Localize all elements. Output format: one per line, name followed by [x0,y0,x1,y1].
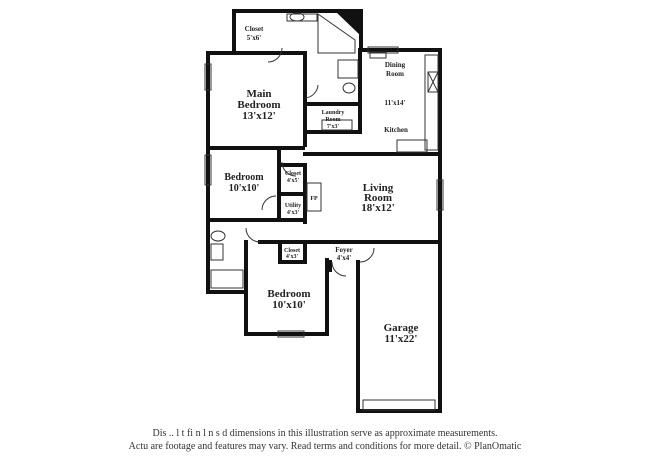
main-bedroom-name-2: Bedroom [237,99,280,111]
foyer-dim: 4'x4' [337,254,351,262]
labels: Closet 5'x6' Main Bedroom 13'x12' Dining… [224,25,418,345]
living-name-1: Living [363,182,394,194]
main-bedroom-dim: 13'x12' [242,110,276,122]
fixtures [204,12,444,411]
bedroom2-name: Bedroom [224,172,264,183]
corner-fill [335,11,361,36]
closet2-dim: 4'x5' [287,178,300,184]
foyer-name: Foyer [335,246,353,254]
bedroom3-dim: 10'x10' [272,299,306,311]
walls [206,9,442,413]
fireplace-label: FP [310,196,318,202]
dining-name-2: Room [386,70,404,78]
laundry-dim: 7'x3' [327,124,340,130]
main-bedroom-name-1: Main [246,88,271,100]
utility-name: Utility [285,203,301,209]
utility-dim: 4'x3' [287,210,300,216]
bedroom3-name: Bedroom [267,288,310,300]
closet3-dim: 4'x3' [286,254,299,260]
laundry-name-2: Room [325,117,340,123]
disclaimer-line-2: Actu are footage and features may vary. … [128,441,522,452]
living-name-2: Room [364,192,392,204]
closet2-name: Closet [285,171,301,177]
closet-main-name: Closet [245,25,264,33]
garage-dim: 11'x22' [384,333,417,345]
closet-main-dim: 5'x6' [247,34,261,42]
laundry-name-1: Laundry [322,110,345,116]
bedroom2-dim: 10'x10' [229,183,260,194]
dining-name-1: Dining [385,61,406,69]
garage-name: Garage [384,322,419,334]
closet3-name: Closet [284,248,300,254]
kitchen-dim: 11'x14' [384,99,405,107]
living-dim: 18'x12' [361,202,395,214]
kitchen-name: Kitchen [384,126,408,134]
disclaimer-line-1: Dis .. l t fi n l n s d dimensions in th… [152,428,498,439]
